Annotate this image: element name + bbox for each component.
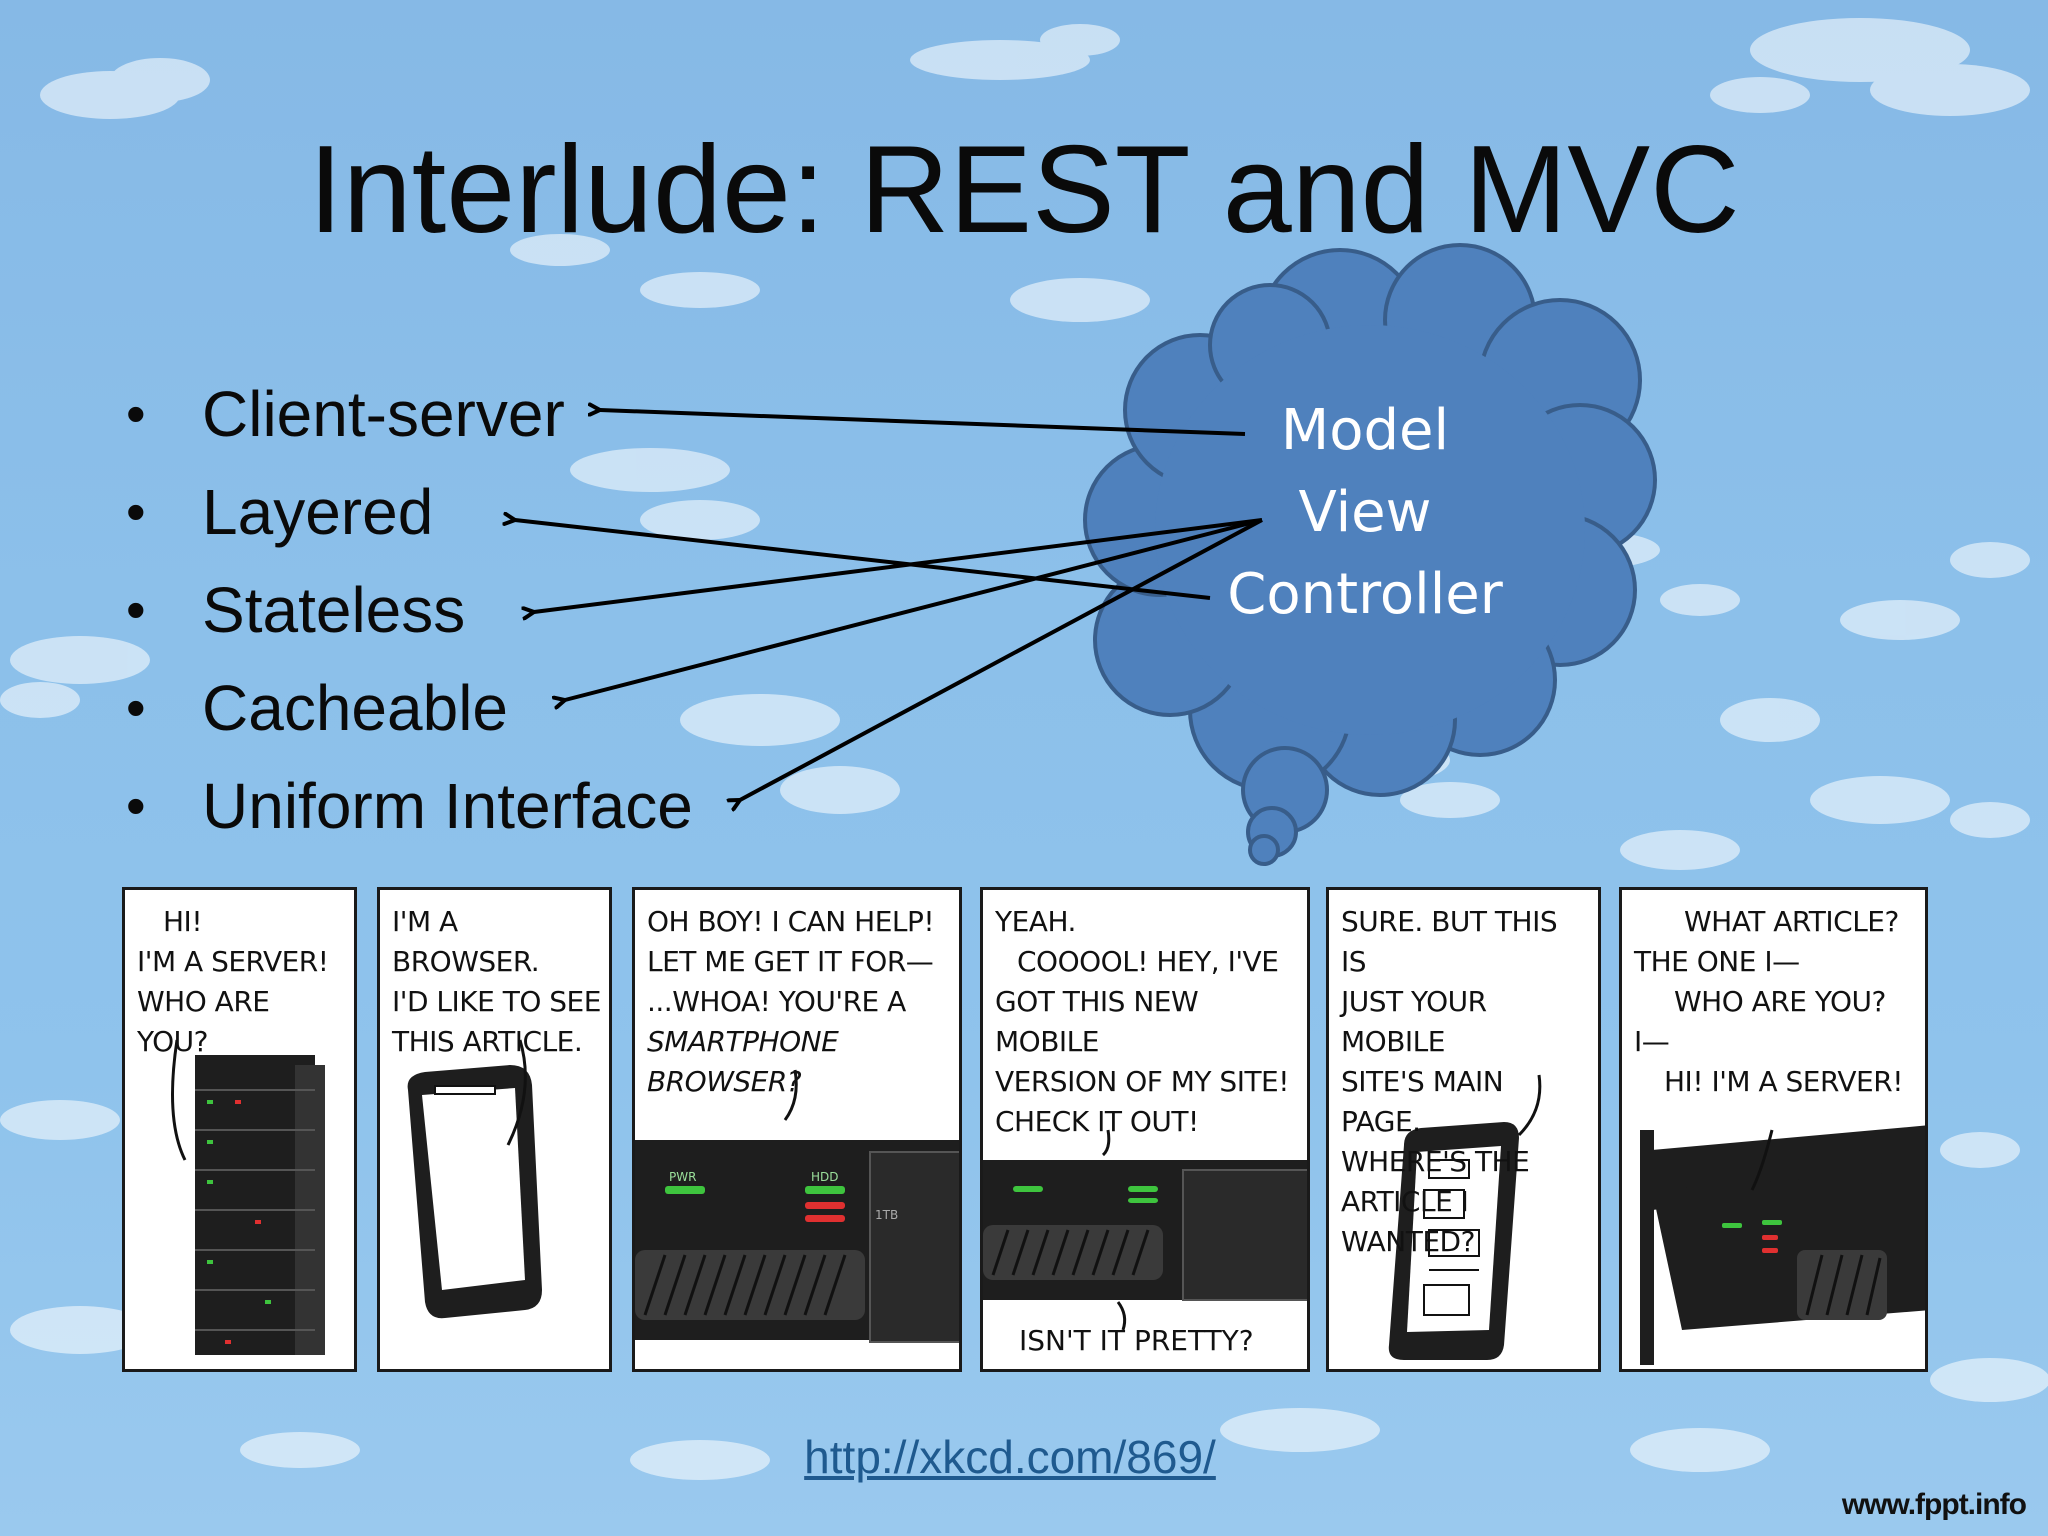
speech-line: CHECK IT OUT! [995,1105,1199,1138]
speech-line: HI! I'M A SERVER! [1664,1065,1903,1098]
speech-line: WHAT ARTICLE? [1684,905,1899,938]
speech-line: ARTICLE I WANTED? [1341,1185,1475,1258]
comic-panel-6: WHAT ARTICLE? THE ONE I— WHO ARE YOU? I—… [1619,887,1928,1372]
bullet-text: Client-server [202,378,565,450]
bullet-text: Uniform Interface [202,770,693,842]
speech-line: GOT THIS NEW MOBILE [995,985,1199,1058]
speech-line: THE ONE I— [1634,945,1800,978]
server-angled-drawing [1640,1125,1925,1365]
cloud-line-model: Model [1280,398,1450,463]
speech-line: ...WHOA! YOU'RE A [647,985,906,1018]
comic-strip: HI! I'M A SERVER! WHO ARE YOU? I'M A BRO… [122,887,1928,1372]
speech-line: SMARTPHONE BROWSER? [647,1025,839,1098]
bullet-dot: • [126,774,146,837]
bullet-item: • Cacheable [118,659,693,757]
bullet-text: Cacheable [202,672,508,744]
cloud-line-view: View [1298,480,1432,545]
bullet-dot: • [126,676,146,739]
speech-line: OH BOY! I CAN HELP! [647,905,935,938]
bullet-item: • Stateless [118,561,693,659]
panel-1-text: HI! I'M A SERVER! WHO ARE YOU? [137,902,346,1062]
speech-line: I'M A BROWSER. [392,905,540,978]
speech-line: SURE. BUT THIS IS [1341,905,1558,978]
bullet-list: • Client-server • Layered • Stateless • Cach… [118,365,693,855]
bullet-dot: • [126,382,146,445]
bullet-text: Layered [202,476,434,548]
comic-panel-1: HI! I'M A SERVER! WHO ARE YOU? [122,887,357,1372]
speech-line: SITE'S MAIN PAGE. [1341,1065,1504,1138]
device-label-hdd: HDD [811,1170,839,1184]
panel-2-text: I'M A BROWSER. I'D LIKE TO SEE THIS ARTI… [392,902,601,1062]
speech-line: LET ME GET IT FOR— [647,945,934,978]
comic-panel-3: PWR HDD 1TB OH BOY! I CAN HELP! LET ME G… [632,887,962,1372]
cloud-line-controller: Controller [1227,562,1503,627]
panel-5-text: SURE. BUT THIS IS JUST YOUR MOBILE SITE'… [1341,902,1590,1262]
bullet-item: • Layered [118,463,693,561]
server-front-drawing [983,1129,1307,1331]
slide-title: Interlude: REST and MVC [308,121,1740,259]
panel-6-text: WHAT ARTICLE? THE ONE I— WHO ARE YOU? I—… [1634,902,1917,1102]
server-front-drawing [635,1069,959,1343]
cloud-text: Model View Controller [1180,390,1550,636]
comic-panel-5: SURE. BUT THIS IS JUST YOUR MOBILE SITE'… [1326,887,1601,1372]
bullet-text: Stateless [202,574,466,646]
smartphone-drawing [1388,1074,1542,1360]
speech-line: WHO ARE YOU? [137,985,270,1058]
panel-4-bottom-text: ISN'T IT PRETTY? [1019,1324,1254,1357]
speech-line: HI! [163,905,203,938]
comic-panel-2: I'M A BROWSER. I'D LIKE TO SEE THIS ARTI… [377,887,612,1372]
speech-line: THIS ARTICLE. [392,1025,583,1058]
smartphone-drawing [407,1039,542,1319]
speech-line: I'M A SERVER! [137,945,329,978]
bullet-dot: • [126,480,146,543]
comic-panel-4: YEAH. COOOOL! HEY, I'VE GOT THIS NEW MOB… [980,887,1310,1372]
panel-4-text: YEAH. COOOOL! HEY, I'VE GOT THIS NEW MOB… [995,902,1299,1142]
device-label-capacity: 1TB [875,1208,899,1222]
xkcd-link[interactable]: http://xkcd.com/869/ [804,1431,1216,1483]
speech-line: JUST YOUR MOBILE [1341,985,1487,1058]
server-rack-drawing [171,1039,325,1355]
speech-line: COOOOL! HEY, I'VE [1017,945,1279,978]
device-label-pwr: PWR [669,1170,697,1184]
bullet-item: • Uniform Interface [118,757,693,855]
speech-line: WHERE'S THE [1341,1145,1530,1178]
speech-line: WHO ARE YOU? [1674,985,1886,1018]
bullet-item: • Client-server [118,365,693,463]
credit-watermark: www.fppt.info [1841,1488,2027,1521]
speech-line: I— [1634,1025,1670,1058]
speech-line: YEAH. [995,905,1076,938]
bullet-dot: • [126,578,146,641]
speech-line: I'D LIKE TO SEE [392,985,601,1018]
speech-line: VERSION OF MY SITE! [995,1065,1289,1098]
panel-3-text: OH BOY! I CAN HELP! LET ME GET IT FOR— .… [647,902,951,1102]
